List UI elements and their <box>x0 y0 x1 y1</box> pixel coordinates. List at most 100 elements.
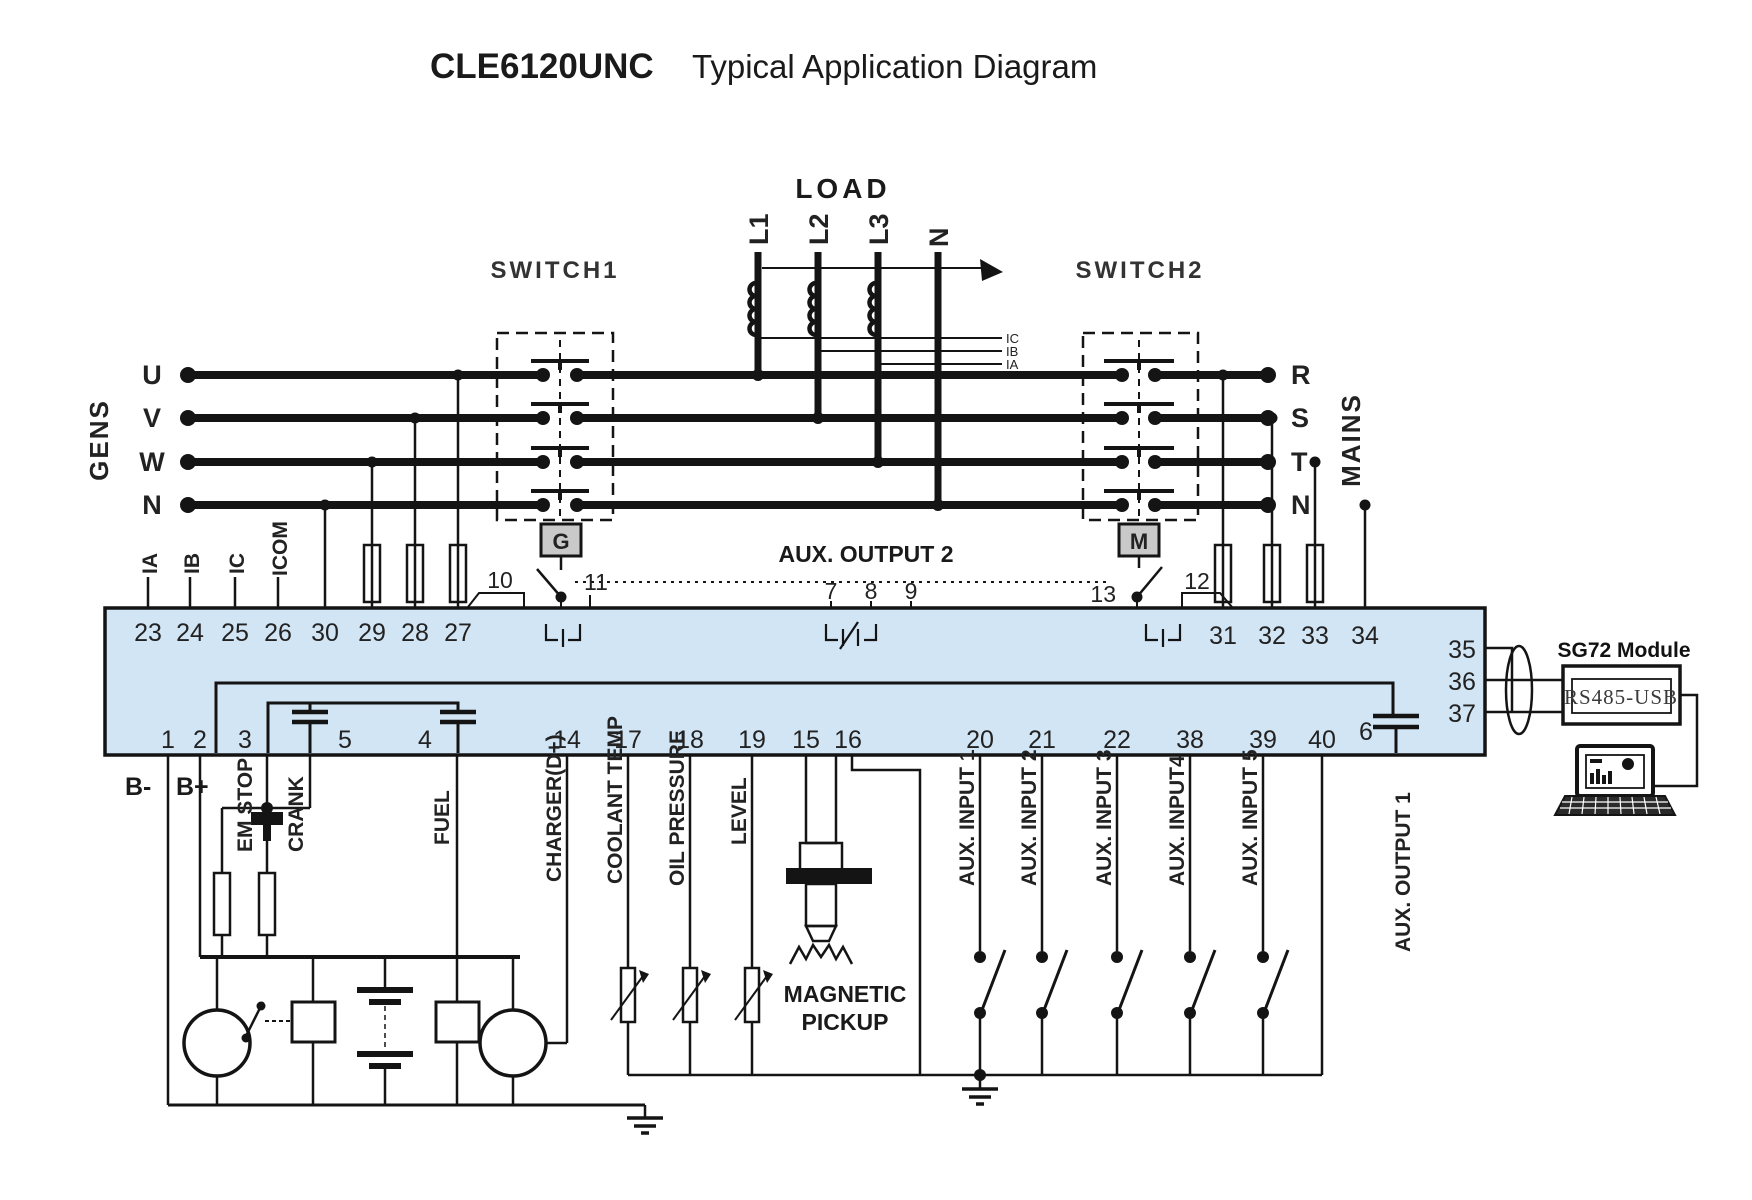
title-model: CLE6120UNC <box>430 47 654 86</box>
oil-pressure-sensor <box>672 755 711 1075</box>
sensor-section <box>610 753 1322 1077</box>
terminal-17: 17 <box>614 726 642 754</box>
fuse-crank <box>212 871 232 937</box>
mains-phase-r: R <box>1291 360 1311 390</box>
internal-contact-terminals-789 <box>824 621 878 650</box>
load-l2-label: L2 <box>804 213 834 245</box>
ct-secondary-wires: IC IB IA <box>757 331 1019 372</box>
terminal-21: 21 <box>1028 726 1056 754</box>
ct-label-ia: IA <box>1006 357 1019 372</box>
gens-sensing-wires <box>319 369 468 608</box>
crank-relay-box <box>290 1000 337 1044</box>
fuse-27 <box>448 543 468 604</box>
coolant-temp-sensor <box>610 755 649 1075</box>
aux-input-5-label: AUX. INPUT 5 <box>1239 749 1262 886</box>
communication-section: SG72 Module RS485-USB <box>1485 639 1699 816</box>
switch2-label: SWITCH2 <box>1076 257 1205 284</box>
aux-input-4-label: AUX. INPUT4 <box>1166 755 1189 886</box>
terminal-29: 29 <box>358 619 386 647</box>
ct-label-ic: IC <box>1006 331 1019 346</box>
terminal-39: 39 <box>1249 726 1277 754</box>
aux-input-3-label: AUX. INPUT 3 <box>1093 749 1116 886</box>
terminal-37: 37 <box>1448 700 1476 728</box>
fuel-solenoid-box <box>434 1000 481 1044</box>
title-subtitle: Typical Application Diagram <box>692 48 1097 85</box>
terminal-8: 8 <box>865 578 878 604</box>
mains-phase-s: S <box>1291 403 1309 433</box>
current-transformer-l2 <box>807 280 817 338</box>
rs485-module-box <box>1561 664 1682 726</box>
terminal-27: 27 <box>444 619 472 647</box>
input-label-ia: IA <box>139 553 162 574</box>
switch2-bridges <box>1104 359 1174 500</box>
switch1-label: SWITCH1 <box>491 257 620 284</box>
aux-output-1-label: AUX. OUTPUT 1 <box>1392 792 1415 952</box>
generator-coil-box <box>539 522 583 558</box>
load-l3-label: L3 <box>864 213 894 245</box>
terminal-11: 11 <box>584 569 608 595</box>
switch2-mains-breaker: SWITCH2 M <box>1076 257 1233 608</box>
load-direction-arrow-icon <box>762 259 1003 281</box>
gens-phase-u: U <box>142 360 162 390</box>
terminal-1: 1 <box>161 726 175 754</box>
terminal-2: 2 <box>193 726 207 754</box>
gens-phase-w: W <box>139 447 165 477</box>
gens-phase-v: V <box>143 403 161 433</box>
input-label-ib: IB <box>181 553 204 574</box>
sg72-module-title: SG72 Module <box>1557 639 1690 662</box>
mains-phase-n: N <box>1291 490 1311 520</box>
charger-alternator-icon <box>478 1008 548 1078</box>
em-stop-label: EM STOP <box>234 758 257 852</box>
aux-input-4-switch <box>1184 755 1217 1075</box>
terminal-15: 15 <box>792 726 820 754</box>
terminal-36: 36 <box>1448 668 1476 696</box>
aux-input-3-switch <box>1111 755 1144 1075</box>
generator-coil-letter: G <box>552 529 569 554</box>
input-label-icom: ICOM <box>269 521 292 576</box>
terminal-4: 4 <box>418 726 432 754</box>
fuel-label: FUEL <box>431 790 454 845</box>
terminal-16: 16 <box>834 726 862 754</box>
terminal-14: 14 <box>553 726 581 754</box>
internal-bus-b <box>266 701 460 753</box>
cable-bundle-icon <box>1504 644 1534 736</box>
aux-input-1-label: AUX. INPUT 1 <box>956 749 979 886</box>
oil-pressure-label: OIL PRESSURE <box>666 730 689 886</box>
switch1-bridges <box>531 359 589 500</box>
switch1-generator-breaker: SWITCH1 G <box>467 257 620 608</box>
terminal-26: 26 <box>264 619 292 647</box>
terminal10-lead-flag <box>467 592 525 608</box>
terminal-31: 31 <box>1209 622 1237 650</box>
ground-symbol-battery <box>627 1105 663 1135</box>
internal-contact-aux-output2-m <box>1144 624 1182 647</box>
charger-label: CHARGER(D+) <box>543 734 566 882</box>
switch2-contacts <box>1115 368 1162 512</box>
aux-input-5-switch <box>1257 755 1290 1075</box>
input-label-ic: IC <box>226 553 249 574</box>
coolant-temp-label: COOLANT TEMP <box>604 716 627 884</box>
starter-motor-icon <box>182 1008 252 1078</box>
starter-contact <box>241 1001 291 1043</box>
fuse-32 <box>1262 543 1282 604</box>
aux-input-2-switch <box>1036 755 1069 1075</box>
terminal-10: 10 <box>487 567 513 593</box>
level-sensor <box>734 755 773 1075</box>
battery-pos-label: B+ <box>176 773 209 801</box>
terminal-20: 20 <box>966 726 994 754</box>
mains-group-label: MAINS <box>1336 393 1366 487</box>
terminal12-lead-flag <box>1181 592 1233 608</box>
terminal-35: 35 <box>1448 636 1476 664</box>
bus-lines: U V W N GENS R S T N MAINS <box>84 360 1366 520</box>
internal-bus-a <box>214 681 1395 753</box>
terminal-22: 22 <box>1103 726 1131 754</box>
bottom-labels: B- B+ EM STOP CRANK FUEL CHARGER(D+) COO… <box>125 716 1415 1035</box>
terminal-30: 30 <box>311 619 339 647</box>
laptop-icon <box>1553 744 1677 816</box>
terminal-33: 33 <box>1301 622 1329 650</box>
terminal-7: 7 <box>825 578 838 604</box>
capacitor-terminal5 <box>292 703 328 753</box>
page-title: CLE6120UNC Typical Application Diagram <box>430 47 1097 86</box>
battery-neg-label: B- <box>125 773 151 801</box>
aux-input-1-switch <box>974 755 1007 1075</box>
